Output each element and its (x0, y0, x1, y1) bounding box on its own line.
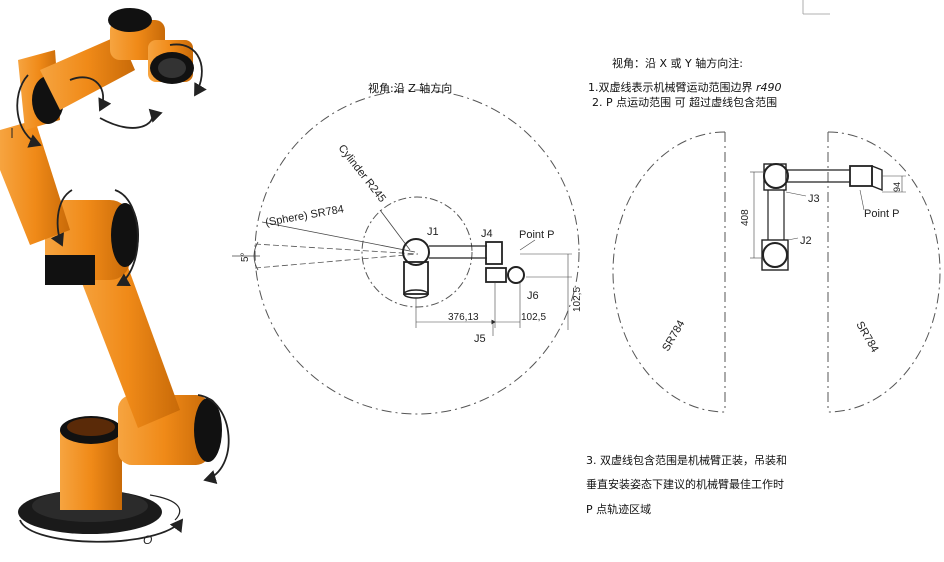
note-2: 2. P 点运动范围 可 超过虚线包含范围 (592, 94, 777, 110)
point-p-label-top: Point P (519, 229, 554, 241)
note-3-line-1: 3. 双虚线包含范围是机械臂正装，吊装和 (586, 452, 787, 468)
point-p-label-side: Point P (864, 208, 899, 220)
dim-94-label: 94 (892, 182, 902, 192)
j2-label: J2 (800, 235, 812, 247)
top-view-title: 视角:沿 Z 轴方向 (368, 82, 453, 95)
sr-left-label: SR784 (660, 318, 687, 353)
note-1-text: 双虚线表示机械臂运动范围边界 (598, 81, 753, 94)
sphere-label: (Sphere) SR784 (264, 203, 344, 229)
top-view-diagram (232, 89, 580, 415)
dim-408-label: 408 (740, 209, 751, 226)
note-3-text-1: 双虚线包含范围是机械臂正装，吊装和 (600, 454, 787, 467)
side-view-title: 视角：沿 X 或 Y 轴方向注: (612, 57, 743, 70)
dim-102-h-label: 102,5 (521, 312, 546, 323)
base-axis-label: O (143, 533, 152, 547)
dim-102-v-label: 102,5 (572, 287, 583, 312)
note-1-number: 1. (588, 81, 599, 94)
note-2-text: P 点运动范围 可 超过虚线包含范围 (606, 96, 778, 109)
sr-right-label: SR784 (853, 320, 880, 355)
j4-label: J4 (481, 228, 493, 240)
j1-label: J1 (427, 226, 439, 238)
side-view-diagram (612, 131, 941, 413)
j6-label: J6 (527, 290, 539, 302)
cylinder-label: Cylinder R245 (336, 142, 388, 204)
note-3-line-3: P 点轨迹区域 (586, 503, 652, 516)
note-1: 1.双虚线表示机械臂运动范围边界 r490 (588, 79, 782, 95)
j3-label: J3 (808, 193, 820, 205)
note-1-suffix: r490 (756, 81, 782, 94)
j5-label: J5 (474, 333, 486, 345)
note-3-number: 3. (586, 454, 597, 467)
note-2-number: 2. (592, 96, 603, 109)
angle-label: 5° (240, 252, 251, 262)
dim-376-label: 376,13 (448, 312, 479, 323)
note-3-line-2: 垂直安装姿态下建议的机械臂最佳工作时 (586, 478, 784, 491)
robot-arm-illustration (0, 8, 230, 543)
